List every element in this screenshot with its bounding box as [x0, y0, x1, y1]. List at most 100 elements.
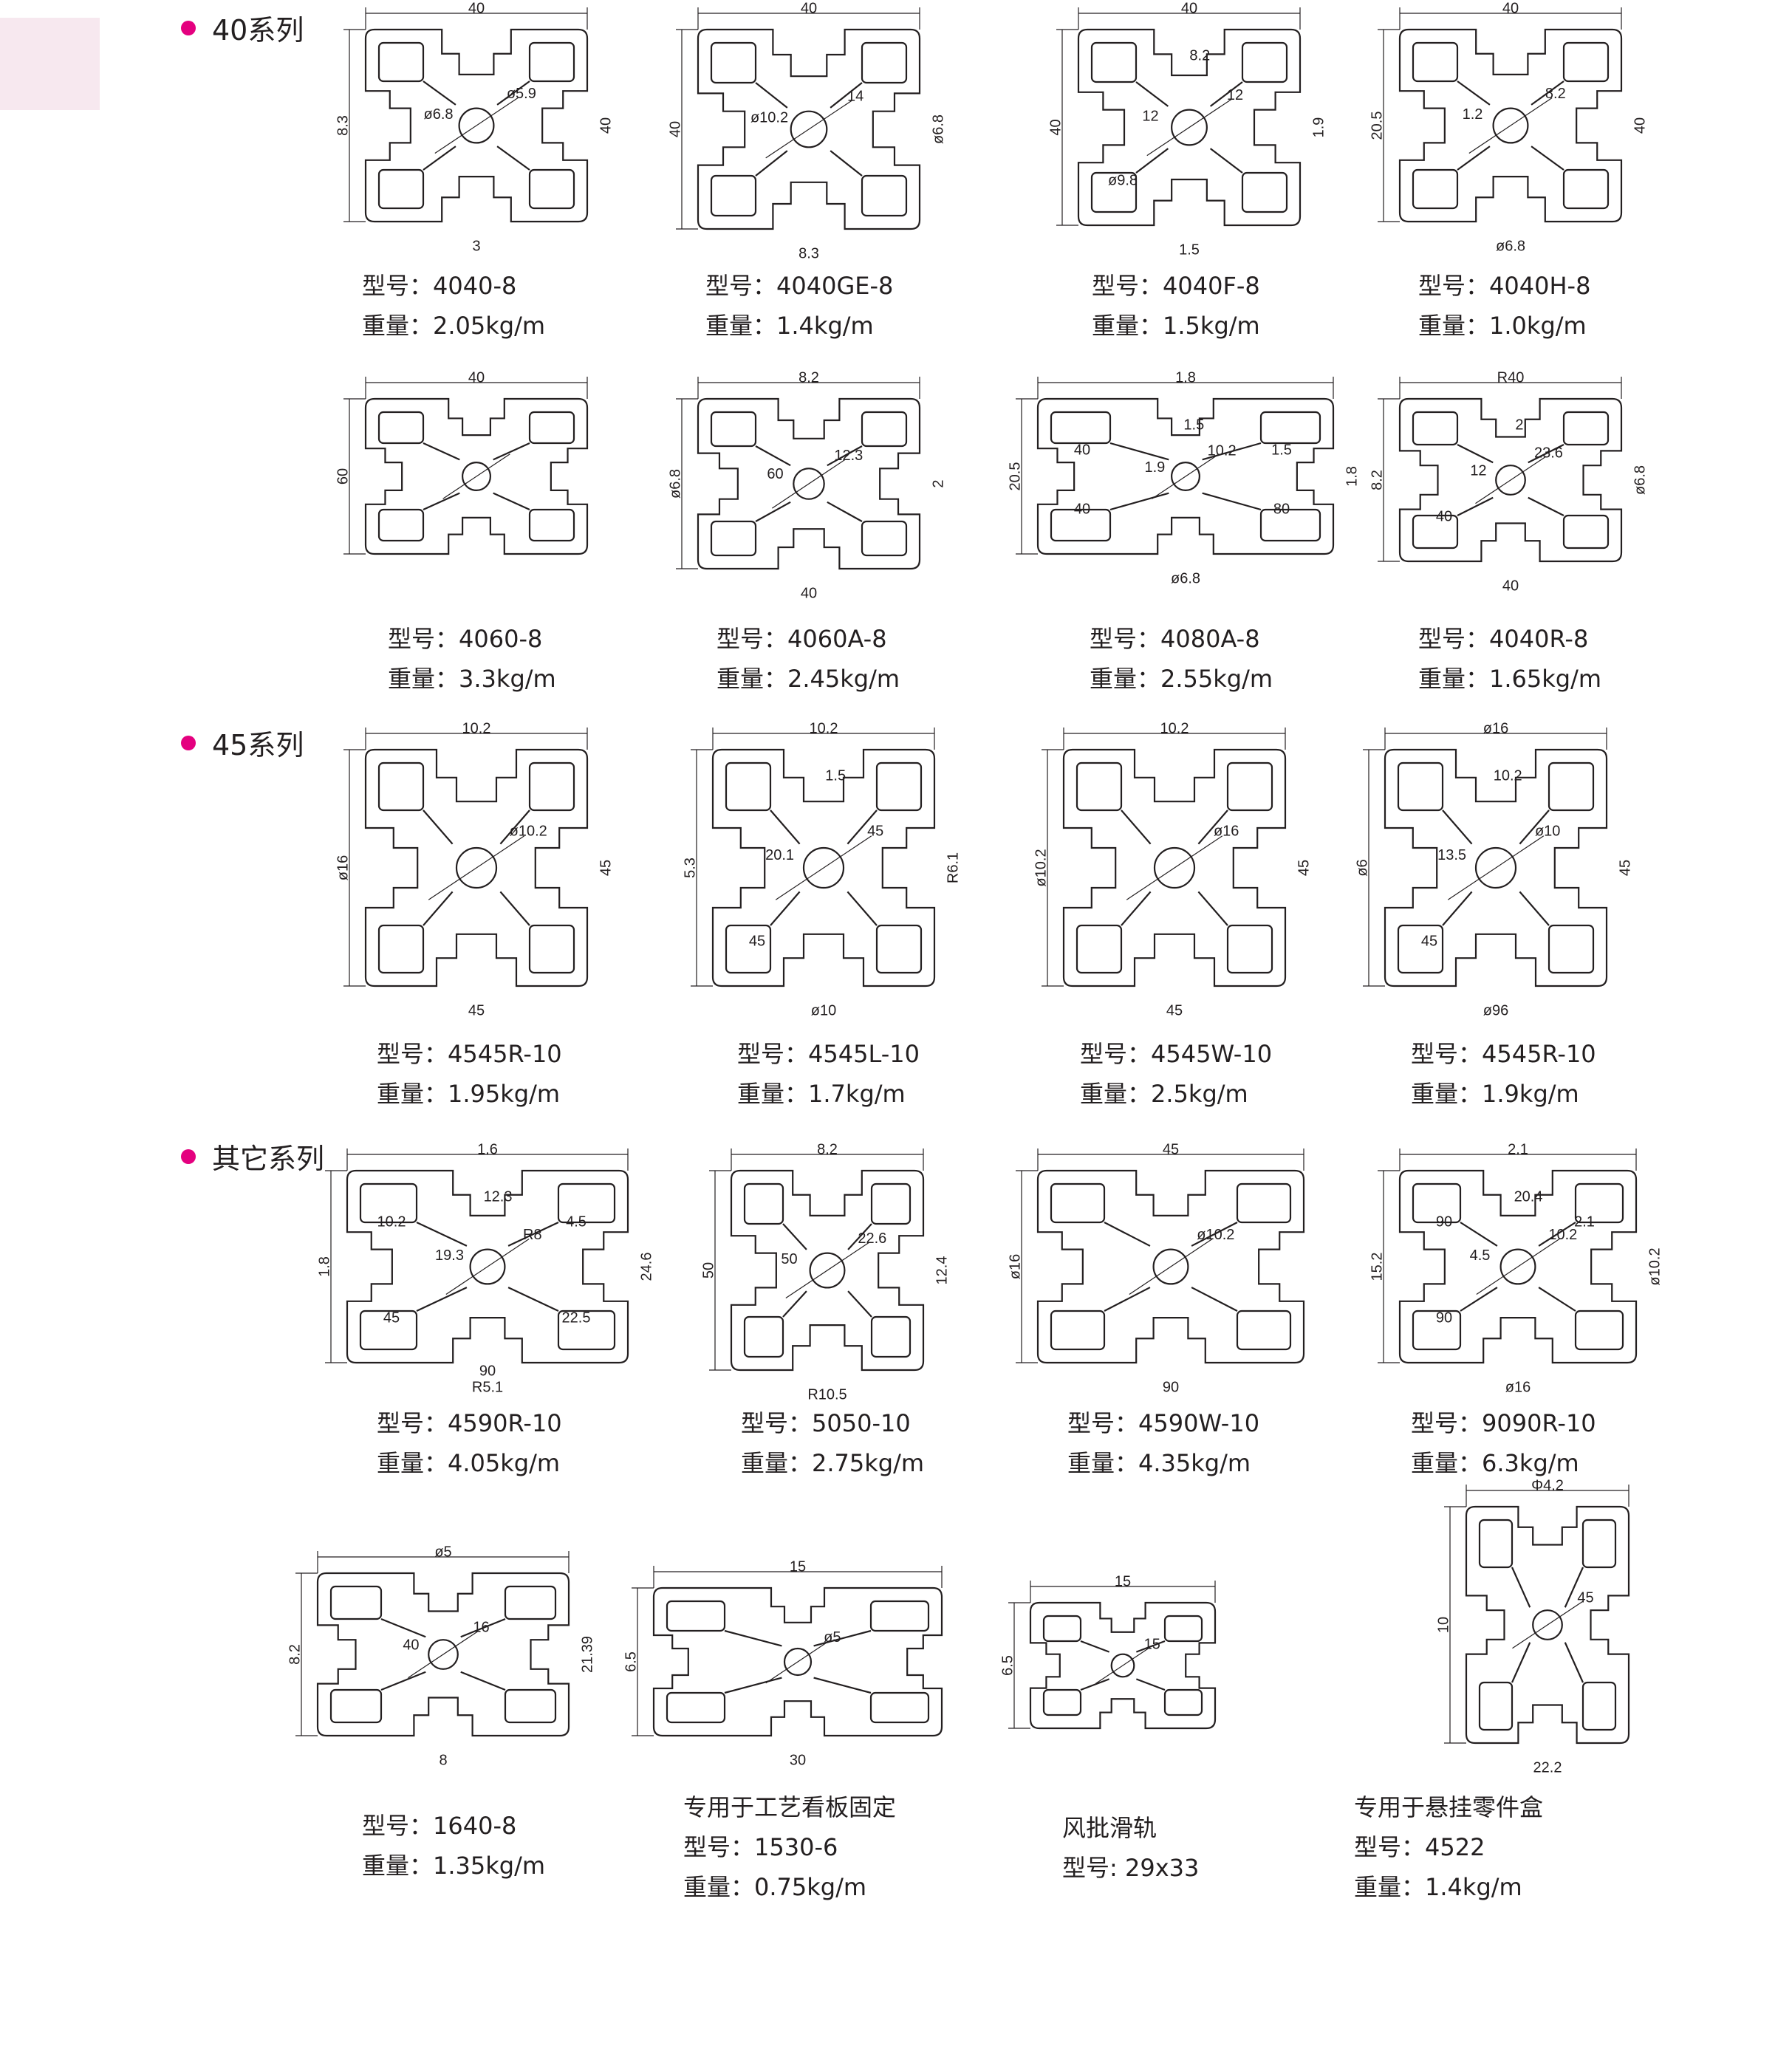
dimension-label: ø10.2 [1646, 1247, 1663, 1285]
model-number: 4060-8 [459, 625, 543, 653]
dimension-label: 2 [930, 479, 946, 487]
product-caption: 风批滑轨型号: 29x33 [1062, 1808, 1199, 1888]
profile-outline [364, 748, 589, 987]
weight-line: 重量：4.05kg/m [377, 1443, 562, 1483]
dimension-label: 20.4 [1514, 1188, 1543, 1205]
dimension-lines [709, 1148, 924, 1371]
model-line: 型号：4040GE-8 [705, 266, 893, 306]
model-number: 4040F-8 [1163, 272, 1260, 300]
dimension-label: 45 [468, 1002, 485, 1016]
dimension-label: 40 [1181, 0, 1197, 16]
profile-outline [364, 28, 589, 223]
dimension-label: ø10 [1535, 824, 1560, 840]
weight-label: 重量： [1411, 1080, 1482, 1108]
model-label: 型号： [1092, 272, 1163, 300]
dimension-label: 12 [1142, 108, 1158, 124]
weight-line: 重量：2.5kg/m [1080, 1074, 1272, 1114]
dimension-label: 40 [1502, 578, 1519, 591]
model-label: 型号： [377, 1040, 448, 1068]
weight-label: 重量： [1092, 312, 1163, 340]
dimension-label: 15 [1115, 1573, 1131, 1589]
model-line: 型号：4590R-10 [377, 1403, 562, 1443]
model-label: 型号： [388, 625, 459, 653]
bullet-dot [181, 1148, 196, 1164]
dimension-label: 45 [1617, 860, 1633, 876]
dimension-label: 80 [1273, 501, 1290, 517]
profile-outline [697, 397, 921, 570]
model-label: 型号： [1354, 1833, 1426, 1861]
weight-line: 重量：2.45kg/m [717, 659, 900, 699]
weight-value: 4.05kg/m [448, 1449, 561, 1477]
model-number: 4080A-8 [1160, 625, 1260, 653]
model-number: 1640-8 [433, 1812, 517, 1840]
model-number: 4060A-8 [787, 625, 887, 653]
dimension-label: ø16 [1505, 1379, 1531, 1392]
series-title-40: 40系列 [181, 7, 304, 48]
weight-label: 重量： [1090, 665, 1161, 693]
dimension-label: 40 [668, 121, 683, 137]
dimension-label: 24.6 [638, 1253, 654, 1281]
dimension-label: 10.2 [377, 1213, 406, 1230]
profile-outline [652, 1586, 943, 1737]
weight-line: 重量：1.65kg/m [1418, 659, 1601, 699]
dimension-label: ø10 [811, 1002, 836, 1016]
dimension-label: 60 [336, 468, 351, 485]
model-line: 型号: 29x33 [1062, 1848, 1199, 1888]
profile-outline [1036, 397, 1335, 555]
dimension-label: 10.2 [1208, 442, 1237, 459]
dimension-lines [1378, 1148, 1637, 1363]
dimension-label: ø10.2 [510, 824, 547, 840]
dimension-label: 45 [1166, 1002, 1183, 1016]
dimension-label: 22.6 [858, 1230, 886, 1247]
model-label: 型号: [1062, 1854, 1125, 1882]
dimension-label: 1.5 [825, 767, 846, 784]
dimension-label: ø16 [336, 855, 351, 880]
dimension-label: 8.2 [1189, 47, 1210, 64]
dimension-label: 4.5 [1470, 1247, 1491, 1264]
dimension-label: 40 [1074, 501, 1090, 517]
weight-line: 重量：3.3kg/m [388, 659, 556, 699]
dimension-label: 15.2 [1370, 1253, 1385, 1281]
model-label: 型号： [377, 1409, 448, 1437]
model-label: 型号： [1090, 625, 1161, 653]
model-line: 型号：4060-8 [388, 619, 556, 659]
dimension-label: R40 [1497, 369, 1525, 386]
model-line: 型号：1530-6 [683, 1827, 896, 1867]
dimension-label: ø16 [1483, 720, 1508, 736]
model-number: 4040GE-8 [776, 272, 894, 300]
dimension-label: 16 [473, 1620, 489, 1636]
dimension-label: 40 [801, 0, 817, 16]
dimension-label: ø10.2 [750, 110, 788, 126]
dimension-label: 2.1 [1508, 1141, 1528, 1157]
weight-label: 重量： [362, 1852, 434, 1880]
dimension-label: 90 [479, 1363, 496, 1379]
profile-outline [1077, 28, 1302, 227]
model-label: 型号： [1411, 1409, 1482, 1437]
dimension-label: 40 [468, 0, 485, 16]
weight-value: 1.35kg/m [433, 1852, 546, 1880]
dimension-lines [1378, 7, 1622, 222]
dimension-label: 45 [1163, 1141, 1179, 1157]
model-number: 9090R-10 [1482, 1409, 1596, 1437]
dimension-label: 1.8 [318, 1256, 332, 1277]
dimension-label: 12 [1470, 462, 1486, 479]
model-label: 型号： [705, 272, 777, 300]
model-line: 型号：4040F-8 [1092, 266, 1260, 306]
weight-line: 重量：6.3kg/m [1411, 1443, 1596, 1483]
dimension-label: 40 [403, 1637, 419, 1653]
dimension-label: R5.1 [472, 1379, 503, 1392]
dimension-label: ø6.8 [668, 469, 683, 499]
dimension-label: 45 [749, 933, 765, 949]
dimension-label: 19.3 [435, 1247, 464, 1264]
model-number: 29x33 [1124, 1854, 1200, 1882]
